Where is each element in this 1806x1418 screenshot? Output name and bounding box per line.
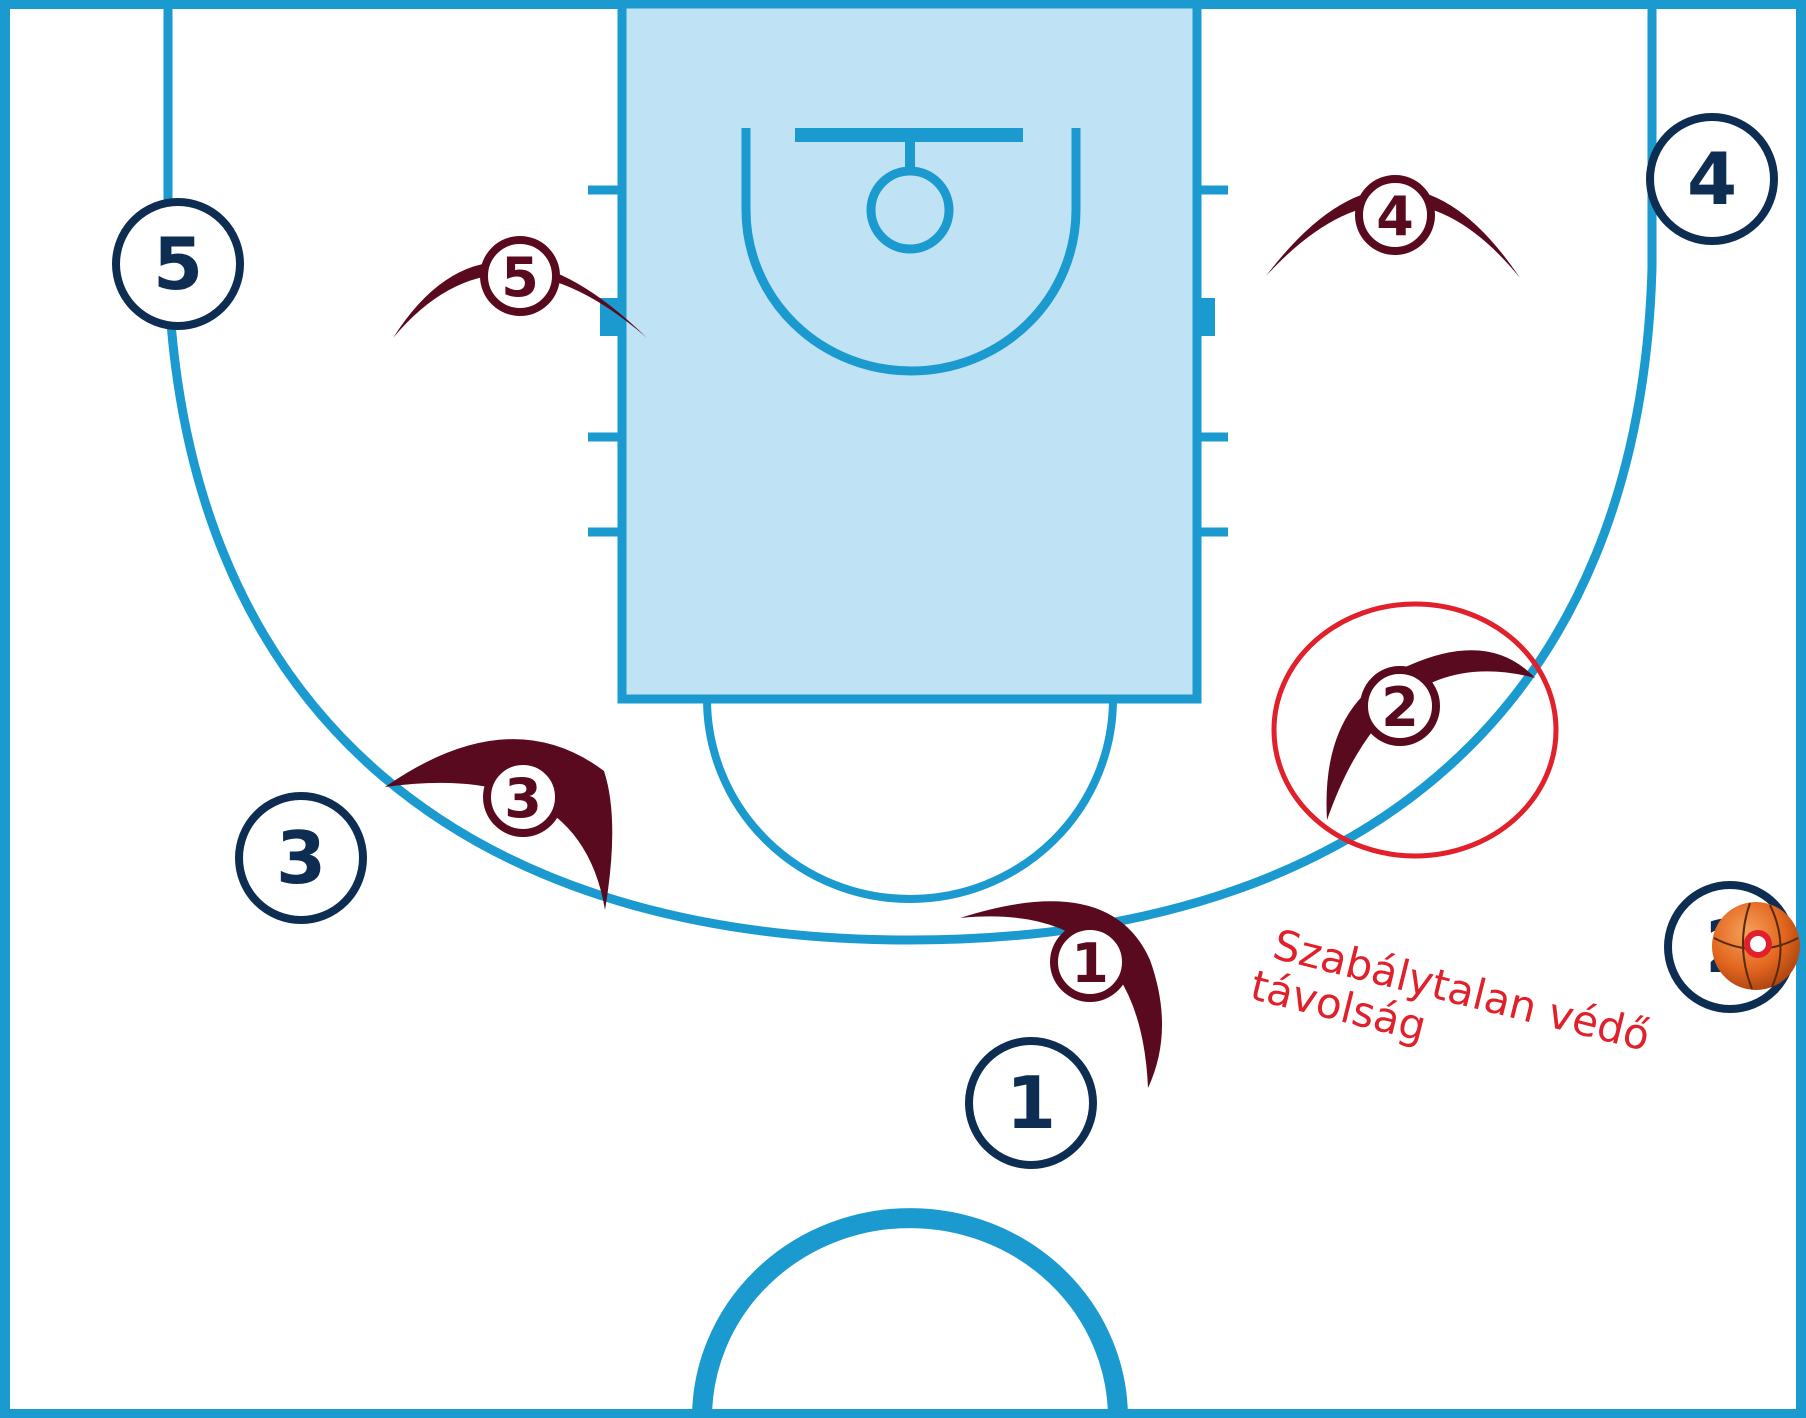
defense-player-5: 5 (393, 236, 647, 338)
offense-player-number: 4 (1687, 137, 1737, 221)
defense-crescent (1326, 650, 1535, 820)
defense-player-circle (1050, 922, 1130, 1002)
defense-player-number: 5 (501, 246, 539, 309)
annotation: Szabálytalan védő távolság (1246, 920, 1655, 1061)
defense-player-number: 4 (1376, 185, 1414, 248)
three-point-line (163, 4, 1657, 945)
offense-player-4: 4 (1646, 113, 1778, 245)
defense-player-2: 2 (1326, 650, 1535, 820)
offense-player-1: 1 (965, 1037, 1097, 1169)
offense-player-circle (235, 792, 367, 924)
paint-area (617, 0, 1202, 704)
offense-players: 5 4 3 1 2 (112, 113, 1800, 1169)
defense-player-circle (1355, 175, 1435, 255)
defense-players: 5 4 3 2 1 (385, 175, 1535, 1088)
offense-player-circle (112, 198, 244, 330)
offense-player-number: 1 (1006, 1061, 1056, 1145)
center-circle (692, 1208, 1128, 1418)
defense-player-number: 3 (504, 767, 542, 830)
defense-player-number: 1 (1071, 932, 1109, 995)
offense-player-2: 2 (1664, 881, 1800, 1013)
offense-player-circle (965, 1037, 1097, 1169)
restricted-area-arc (741, 128, 1081, 376)
offense-player-3: 3 (235, 792, 367, 924)
illegal-distance-highlight (1271, 601, 1559, 859)
defense-player-4: 4 (1266, 175, 1520, 278)
basketball-icon (1712, 902, 1800, 990)
defense-crescent (1266, 188, 1520, 278)
rim (866, 166, 954, 254)
offense-player-number: 5 (153, 222, 203, 306)
defense-player-circle (483, 757, 563, 837)
defense-player-3: 3 (385, 739, 613, 910)
defense-player-1: 1 (960, 901, 1163, 1088)
offense-player-number: 3 (276, 816, 326, 900)
ball-marker (1744, 930, 1772, 958)
defense-player-number: 2 (1381, 676, 1419, 739)
lane-marks (588, 185, 1228, 537)
defense-player-circle (1360, 666, 1440, 746)
defense-crescent (393, 261, 647, 338)
offense-player-5: 5 (112, 198, 244, 330)
offense-player-circle (1646, 113, 1778, 245)
defense-player-circle (480, 236, 560, 316)
free-throw-semicircle (703, 698, 1117, 903)
